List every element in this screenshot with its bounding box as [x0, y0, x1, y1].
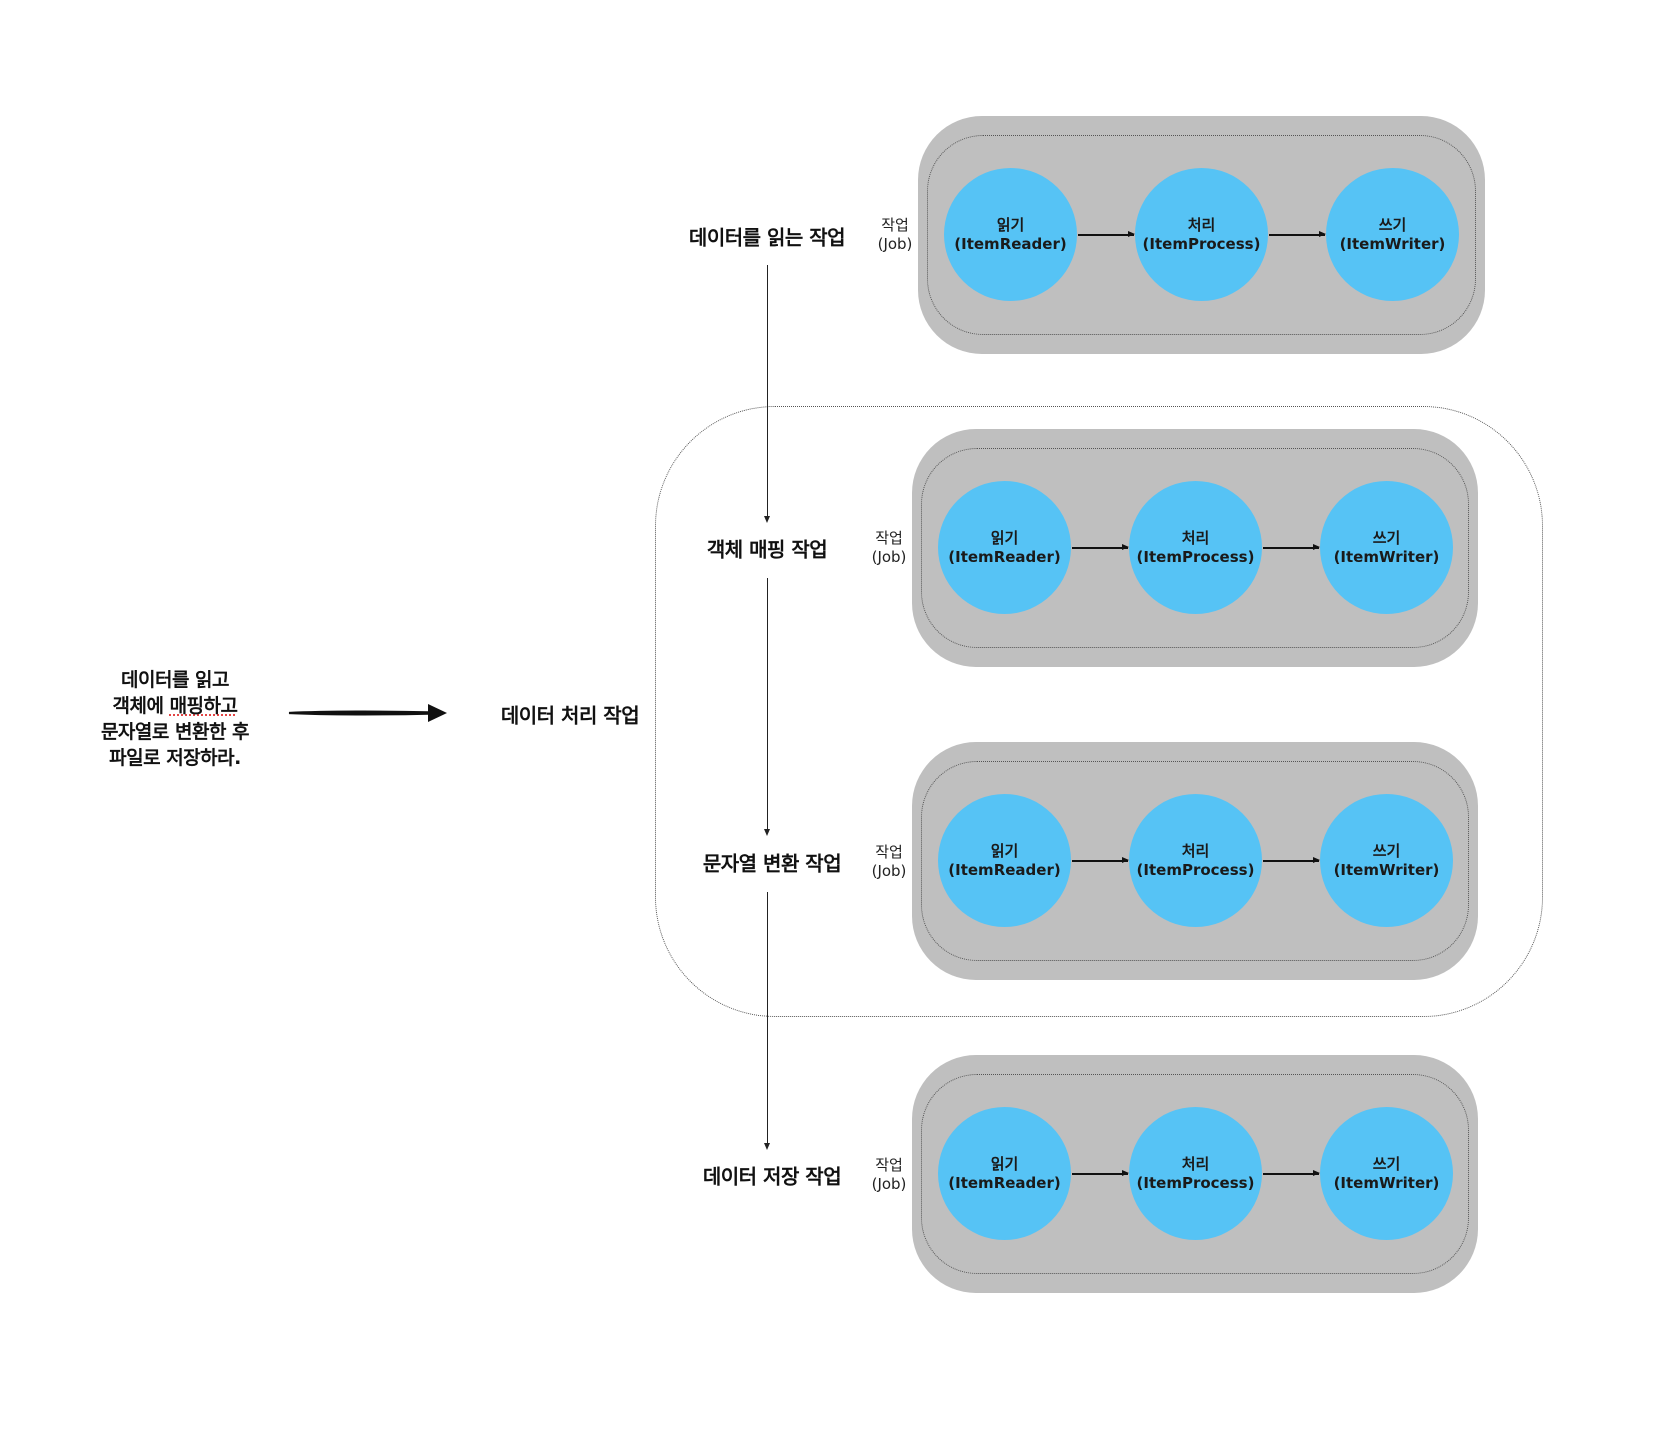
job-label-line1: 작업: [881, 216, 909, 234]
step-reader: 읽기 (ItemReader): [938, 794, 1071, 927]
step-boundary: [921, 448, 1469, 648]
processing-group-boundary: [655, 406, 1543, 1017]
step-name: 쓰기: [1372, 841, 1401, 860]
flow-arrow-icon: [288, 704, 447, 722]
arrow-right-icon: [1072, 1170, 1129, 1176]
step-component: (ItemWriter): [1333, 860, 1440, 879]
step-boundary: [921, 1074, 1469, 1274]
step-name: 읽기: [990, 528, 1019, 547]
arrow-right-icon: [1078, 231, 1135, 237]
task-description: 데이터를 읽고 객체에 매핑하고 문자열로 변환한 후 파일로 저장하라.: [85, 667, 265, 771]
step-boundary: [921, 761, 1469, 961]
step-writer: 쓰기 (ItemWriter): [1326, 168, 1459, 301]
stage-connector-2: [767, 578, 768, 830]
step-component: (ItemReader): [948, 547, 1061, 566]
step-writer: 쓰기 (ItemWriter): [1320, 1107, 1453, 1240]
job-label-line2: (Job): [871, 1175, 907, 1193]
arrow-right-icon: [1263, 857, 1320, 863]
arrow-down-icon: [764, 1143, 770, 1150]
step-component: (ItemReader): [948, 1173, 1061, 1192]
step-name: 처리: [1181, 528, 1210, 547]
job-box-save: 읽기 (ItemReader) 처리 (ItemProcess) 쓰기 (Ite…: [912, 1055, 1478, 1293]
job-box-read: 읽기 (ItemReader) 처리 (ItemProcess) 쓰기 (Ite…: [918, 116, 1485, 354]
step-writer: 쓰기 (ItemWriter): [1320, 481, 1453, 614]
stage-label-save: 데이터 저장 작업: [702, 1164, 842, 1189]
step-processor: 처리 (ItemProcess): [1129, 794, 1262, 927]
step-processor: 처리 (ItemProcess): [1135, 168, 1268, 301]
job-label: 작업 (Job): [872, 529, 907, 567]
step-component: (ItemWriter): [1333, 547, 1440, 566]
task-line-3: 문자열로 변환한 후: [100, 721, 250, 743]
task-line-4: 파일로 저장하라.: [109, 747, 241, 769]
group-label: 데이터 처리 작업: [500, 703, 640, 728]
step-component: (ItemProcess): [1136, 860, 1255, 879]
arrow-right-icon: [1072, 544, 1129, 550]
step-name: 쓰기: [1378, 215, 1407, 234]
step-reader: 읽기 (ItemReader): [938, 1107, 1071, 1240]
step-reader: 읽기 (ItemReader): [938, 481, 1071, 614]
task-line-2: 객체에 매핑하고: [85, 693, 265, 719]
step-component: (ItemReader): [948, 860, 1061, 879]
task-line-2a: 객체에: [112, 695, 170, 717]
step-processor: 처리 (ItemProcess): [1129, 481, 1262, 614]
job-label-line1: 작업: [875, 843, 903, 861]
stage-label-read: 데이터를 읽는 작업: [688, 225, 846, 250]
step-reader: 읽기 (ItemReader): [944, 168, 1077, 301]
step-name: 읽기: [990, 1154, 1019, 1173]
step-name: 읽기: [990, 841, 1019, 860]
step-boundary: [927, 135, 1476, 335]
arrow-right-icon: [1269, 231, 1326, 237]
step-name: 쓰기: [1372, 528, 1401, 547]
step-component: (ItemReader): [954, 234, 1067, 253]
arrow-down-icon: [764, 829, 770, 836]
job-label-line2: (Job): [871, 548, 907, 566]
step-component: (ItemProcess): [1136, 547, 1255, 566]
stage-label-convert: 문자열 변환 작업: [702, 851, 842, 876]
step-name: 처리: [1187, 215, 1216, 234]
job-box-mapping: 읽기 (ItemReader) 처리 (ItemProcess) 쓰기 (Ite…: [912, 429, 1478, 667]
job-label-line2: (Job): [871, 862, 907, 880]
step-component: (ItemProcess): [1136, 1173, 1255, 1192]
arrow-right-icon: [1263, 1170, 1320, 1176]
arrow-right-icon: [1263, 544, 1320, 550]
spellcheck-word: 매핑하고: [169, 695, 238, 717]
job-label-line2: (Job): [877, 235, 913, 253]
step-writer: 쓰기 (ItemWriter): [1320, 794, 1453, 927]
step-name: 처리: [1181, 841, 1210, 860]
stage-label-mapping: 객체 매핑 작업: [706, 537, 828, 562]
step-name: 처리: [1181, 1154, 1210, 1173]
step-component: (ItemProcess): [1142, 234, 1261, 253]
arrow-right-icon: [1072, 857, 1129, 863]
step-processor: 처리 (ItemProcess): [1129, 1107, 1262, 1240]
step-name: 쓰기: [1372, 1154, 1401, 1173]
job-label: 작업 (Job): [878, 216, 913, 254]
arrow-down-icon: [764, 516, 770, 523]
job-label-line1: 작업: [875, 529, 903, 547]
job-box-convert: 읽기 (ItemReader) 처리 (ItemProcess) 쓰기 (Ite…: [912, 742, 1478, 980]
task-line-1: 데이터를 읽고: [121, 669, 230, 691]
job-label-line1: 작업: [875, 1156, 903, 1174]
step-component: (ItemWriter): [1339, 234, 1446, 253]
job-label: 작업 (Job): [872, 1156, 907, 1194]
step-name: 읽기: [996, 215, 1025, 234]
job-label: 작업 (Job): [872, 843, 907, 881]
stage-connector-3: [767, 892, 768, 1144]
step-component: (ItemWriter): [1333, 1173, 1440, 1192]
stage-connector-1: [767, 265, 768, 517]
